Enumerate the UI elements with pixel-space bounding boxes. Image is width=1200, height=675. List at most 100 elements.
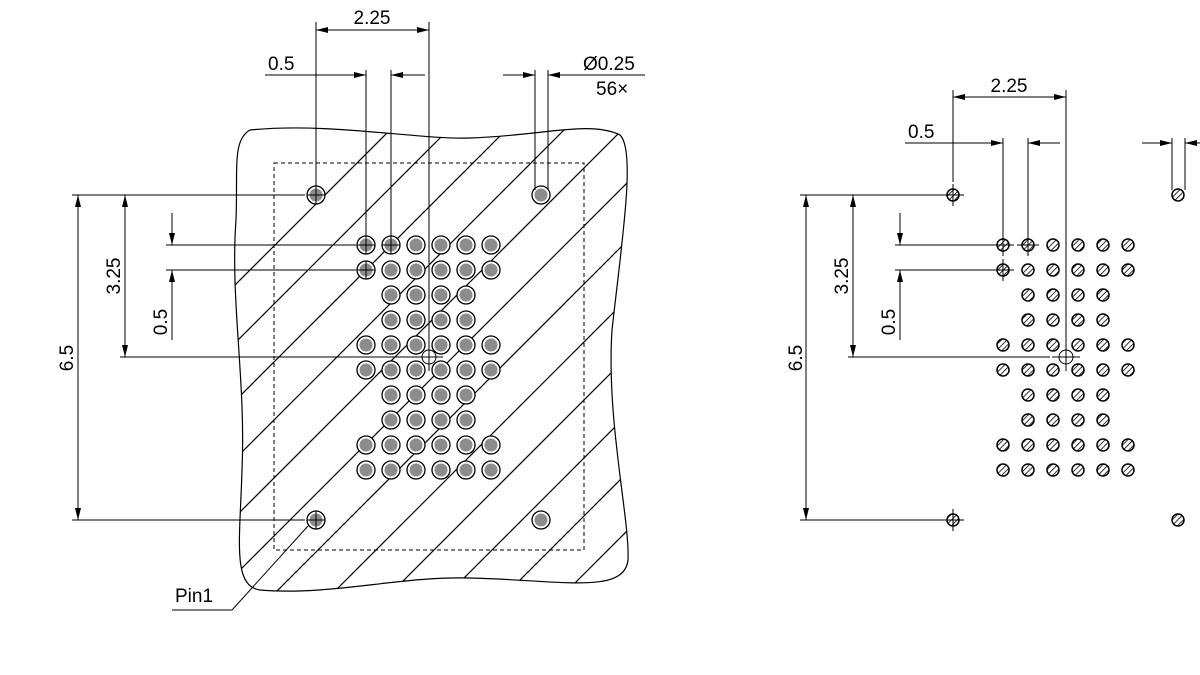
pad	[1096, 463, 1110, 477]
dim-diameter-partial	[1142, 138, 1200, 190]
pad	[381, 385, 401, 405]
hatch-line	[770, 100, 1200, 620]
pin1-label: Pin1	[175, 586, 213, 607]
dim-label: 0.5	[268, 54, 294, 75]
dim-6.5: 6.5	[57, 194, 305, 521]
pad	[356, 335, 376, 355]
pad	[531, 510, 551, 530]
pad	[1046, 463, 1060, 477]
pad	[456, 310, 476, 330]
pad	[381, 335, 401, 355]
pad	[456, 460, 476, 480]
dim-label: Ø0.25	[583, 54, 635, 75]
pad	[1096, 413, 1110, 427]
dim-row-pitch: 0.5	[151, 213, 356, 340]
hatch-line	[234, 127, 629, 592]
pad	[406, 335, 426, 355]
pad	[1021, 338, 1035, 352]
pad	[1096, 438, 1110, 452]
hatch-line	[537, 127, 629, 592]
pad	[456, 285, 476, 305]
pad	[356, 460, 376, 480]
pad	[406, 460, 426, 480]
pad	[381, 410, 401, 430]
pad	[996, 463, 1010, 477]
pad	[1121, 263, 1135, 277]
pad	[1096, 263, 1110, 277]
pad	[456, 260, 476, 280]
pad	[1121, 238, 1135, 252]
pad	[1071, 313, 1085, 327]
pad	[406, 285, 426, 305]
pad	[1096, 288, 1110, 302]
pad	[1046, 238, 1060, 252]
pad	[1071, 263, 1085, 277]
pad	[1071, 338, 1085, 352]
hatch-line	[247, 127, 629, 592]
pad	[456, 410, 476, 430]
hatch-line	[479, 127, 629, 592]
dim-6.5: 6.5	[786, 194, 942, 521]
pad	[431, 260, 451, 280]
pad	[306, 510, 326, 530]
pad	[431, 335, 451, 355]
dim-label: 0.5	[908, 122, 934, 143]
pad	[1121, 463, 1135, 477]
dim-label: 0.5	[879, 309, 900, 335]
dim-pad-pitch: 0.5	[265, 54, 425, 245]
pad	[431, 385, 451, 405]
pad	[1046, 413, 1060, 427]
pad	[1021, 463, 1035, 477]
dim-row-pitch: 0.5	[879, 213, 993, 340]
pad	[381, 310, 401, 330]
dim-2.25: 2.25	[952, 76, 1067, 350]
pad	[456, 385, 476, 405]
pad	[481, 360, 501, 380]
dim-2.25: 2.25	[315, 8, 430, 357]
pad	[1021, 388, 1035, 402]
pad	[1171, 513, 1185, 527]
pad	[996, 438, 1010, 452]
pad	[1096, 388, 1110, 402]
pad	[1021, 263, 1035, 277]
hatch-line	[1176, 100, 1200, 620]
pad	[1096, 338, 1110, 352]
hatch-line	[654, 100, 1174, 620]
hatch-line	[305, 127, 629, 592]
pad	[1046, 263, 1060, 277]
pad	[406, 235, 426, 255]
pad	[431, 285, 451, 305]
pad	[1171, 188, 1185, 202]
pad	[1021, 313, 1035, 327]
pad	[1071, 463, 1085, 477]
pad	[1017, 234, 1039, 256]
pad	[1096, 313, 1110, 327]
hatch-line	[1118, 100, 1200, 620]
pad	[481, 335, 501, 355]
pad	[406, 360, 426, 380]
pad	[431, 235, 451, 255]
hatch-line	[886, 100, 1200, 620]
pad	[1021, 288, 1035, 302]
dim-3.25: 3.25	[832, 195, 1050, 358]
pad	[381, 435, 401, 455]
pad	[1121, 338, 1135, 352]
pad	[406, 410, 426, 430]
pad	[381, 460, 401, 480]
pad	[1046, 363, 1060, 377]
pad	[431, 435, 451, 455]
pad	[1121, 438, 1135, 452]
pad	[381, 285, 401, 305]
hatch-line	[234, 127, 537, 592]
pad	[406, 260, 426, 280]
pad	[1071, 288, 1085, 302]
hatch-line	[1060, 100, 1200, 620]
right-view: 2.25 0.5 6.5 3.25	[786, 76, 1200, 531]
pad	[531, 185, 551, 205]
dim-diameter: Ø0.25 56×	[503, 54, 645, 190]
pad	[1021, 413, 1035, 427]
package-outline	[234, 100, 1200, 620]
pad	[1046, 438, 1060, 452]
pad	[1096, 238, 1110, 252]
